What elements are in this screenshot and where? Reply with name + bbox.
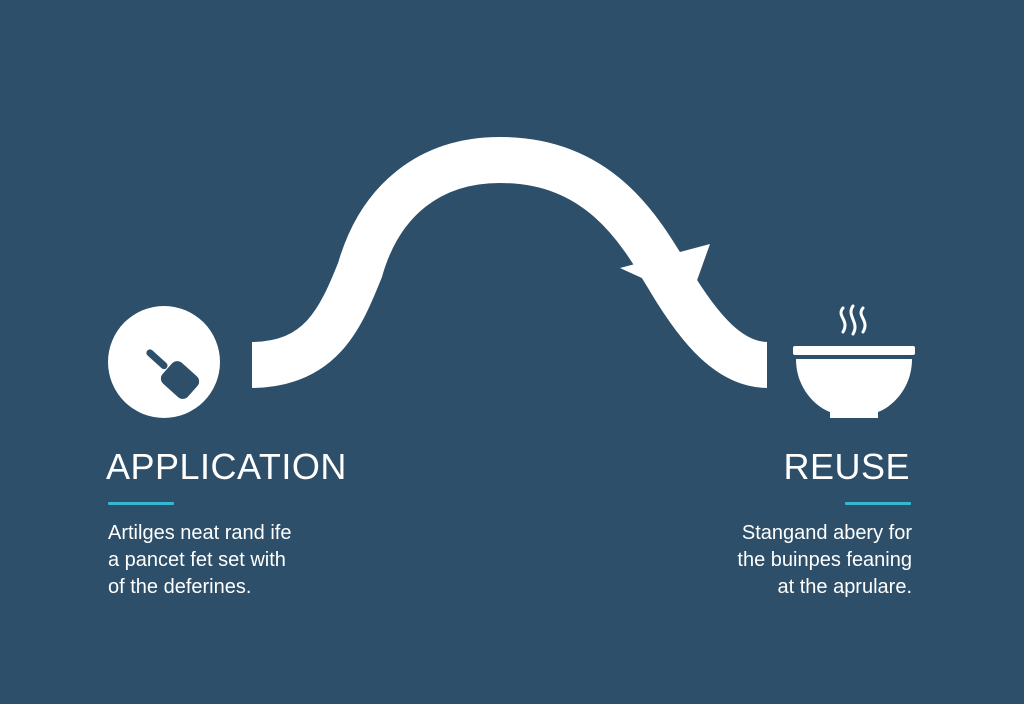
curved-arrow-icon	[240, 136, 779, 390]
application-title: APPLICATION	[106, 446, 347, 487]
application-description: Artilges neat rand ife a pancet fet set …	[108, 520, 291, 601]
application-description-line: Artilges neat rand ife	[108, 522, 292, 544]
bowl-rim	[793, 346, 915, 355]
application-accent-rule	[108, 502, 174, 505]
reuse-description-line: at the aprulare.	[777, 576, 912, 598]
reuse-title: REUSE	[783, 446, 910, 487]
curved-arrow-shaft	[249, 136, 770, 388]
curved-arrow-barb	[620, 244, 710, 300]
steam-icon-left	[839, 306, 847, 334]
steaming-bowl-icon	[793, 304, 915, 418]
curved-arrow-cap-right	[767, 342, 779, 390]
application-description-line: a pancet fet set with	[108, 549, 286, 571]
curved-arrow-cap-left	[240, 342, 252, 390]
application-node	[108, 306, 220, 418]
steam-icon-middle	[849, 304, 857, 336]
reuse-description: Stangand abery for the buinpes feaning a…	[737, 520, 912, 601]
reuse-accent-rule	[845, 502, 911, 505]
bowl-body	[796, 359, 912, 418]
application-description-line: of the deferines.	[108, 576, 252, 598]
reuse-description-line: Stangand abery for	[741, 522, 912, 544]
steam-icon-right	[859, 306, 867, 334]
spatula-icon	[146, 349, 200, 399]
reuse-description-line: the buinpes feaning	[737, 549, 912, 571]
